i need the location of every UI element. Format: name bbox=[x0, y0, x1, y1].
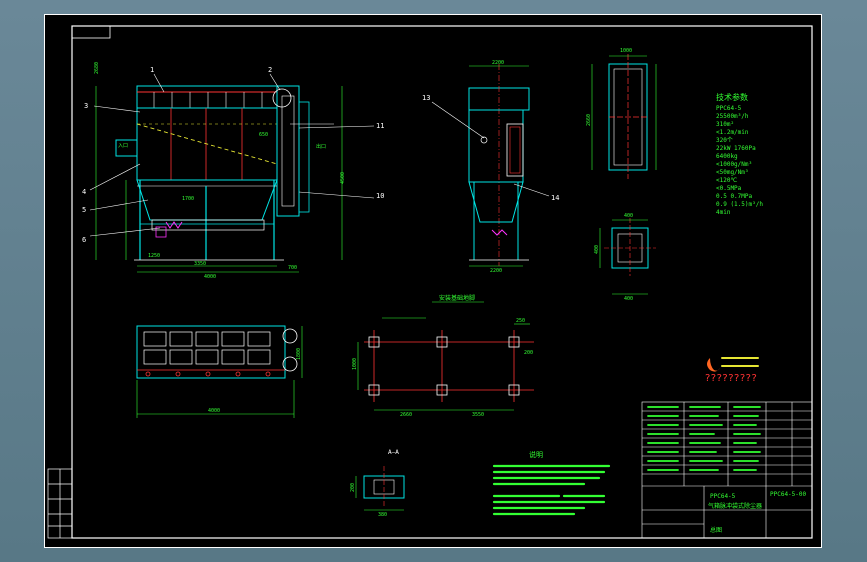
dim-section-height: 200 bbox=[350, 483, 356, 492]
callout-14: 14 bbox=[551, 194, 559, 202]
callout-10: 10 bbox=[376, 192, 384, 200]
dim-flange-side: 400 bbox=[594, 245, 600, 254]
callout-6: 6 bbox=[82, 236, 86, 244]
plan-view[interactable]: 4000 1800 bbox=[136, 325, 303, 418]
foundation-title: 安装基础地脚 bbox=[439, 294, 475, 302]
title-name: 气箱脉冲袋式除尘器 bbox=[708, 502, 762, 510]
callout-5: 5 bbox=[82, 206, 86, 214]
title-drawing-no: PPC64-5-00 bbox=[770, 491, 807, 498]
spec-row-5: 320个 bbox=[716, 137, 733, 144]
front-legs bbox=[139, 180, 275, 260]
section-mark: A—A bbox=[388, 449, 399, 456]
spec-row-12: 0.5 0.7MPa bbox=[716, 193, 753, 200]
dim-flange-top: 400 bbox=[624, 213, 633, 219]
callout-4: 4 bbox=[82, 188, 86, 196]
section-detail[interactable]: A—A 380 200 bbox=[350, 449, 405, 518]
top-view-right[interactable]: 1000 2660 bbox=[586, 48, 657, 179]
frame-tag-box bbox=[71, 25, 111, 39]
dim-front-700: 700 bbox=[288, 265, 297, 271]
front-view[interactable]: 3350 4000 1250 700 650 1700 4500 2680 入口… bbox=[82, 62, 384, 280]
flange-view[interactable]: 400 400 400 bbox=[594, 213, 656, 302]
spec-table: 技术参数 PPC64-5 25500m³/h 310m² <1.2m/min 3… bbox=[716, 92, 763, 216]
dim-top-height: 2660 bbox=[586, 114, 592, 126]
callout-3: 3 bbox=[84, 102, 88, 110]
spec-row-2: 25500m³/h bbox=[716, 113, 749, 120]
spec-row-10: <120℃ bbox=[716, 177, 737, 184]
label-inlet: 入口 bbox=[118, 143, 128, 149]
spec-row-9: <50mg/Nm³ bbox=[716, 169, 749, 176]
dim-front-width: 3350 bbox=[194, 261, 206, 267]
callout-2: 2 bbox=[268, 66, 272, 74]
dim-front-1250: 1250 bbox=[148, 253, 160, 259]
dim-found-3550: 3550 bbox=[472, 412, 484, 418]
side-view[interactable]: 2200 2200 13 14 bbox=[422, 60, 559, 274]
dim-front-1700: 1700 bbox=[182, 196, 194, 202]
sheet-background bbox=[44, 14, 822, 548]
callout-11: 11 bbox=[376, 122, 384, 130]
dim-front-height: 4500 bbox=[340, 172, 346, 184]
notes-block: 说明 bbox=[492, 450, 611, 516]
cad-drawing-sheet[interactable]: 3350 4000 1250 700 650 1700 4500 2680 入口… bbox=[44, 14, 822, 548]
title-block bbox=[641, 401, 813, 539]
label-outlet: 出口 bbox=[316, 143, 326, 150]
spec-row-6: 22kW 1760Pa bbox=[716, 145, 756, 152]
dim-top-width: 1000 bbox=[620, 48, 632, 54]
sheet-outer-border bbox=[44, 14, 822, 548]
left-margin-strip bbox=[47, 468, 73, 539]
notes-title: 说明 bbox=[529, 450, 543, 459]
callout-1: 1 bbox=[150, 66, 154, 74]
valve-circle bbox=[272, 88, 292, 108]
spec-row-4: <1.2m/min bbox=[716, 129, 749, 136]
dim-front-650: 650 bbox=[259, 132, 268, 138]
spec-row-3: 310m² bbox=[716, 121, 734, 128]
inlet-duct bbox=[115, 139, 138, 157]
spec-row-13: 0.9 (1.5)m³/h bbox=[716, 201, 763, 208]
magenta-motor bbox=[165, 221, 183, 229]
dim-plan-height: 1800 bbox=[296, 348, 302, 360]
dim-found-250: 250 bbox=[516, 318, 525, 324]
spec-row-1: PPC64-5 bbox=[716, 105, 742, 112]
dim-front-left: 2680 bbox=[94, 62, 100, 74]
spec-title: 技术参数 bbox=[716, 92, 748, 102]
front-dimensions bbox=[95, 86, 343, 273]
spec-row-14: 4min bbox=[716, 209, 731, 216]
dim-side-bottom: 2200 bbox=[490, 268, 502, 274]
dim-found-height: 1000 bbox=[352, 358, 358, 370]
front-leaders bbox=[89, 73, 375, 237]
spec-row-8: <1000g/Nm³ bbox=[716, 161, 752, 168]
dim-found-200: 200 bbox=[524, 350, 533, 356]
spec-row-7: 6400kg bbox=[716, 153, 738, 160]
dim-side-top: 2200 bbox=[492, 60, 504, 66]
callout-13: 13 bbox=[422, 94, 430, 102]
dim-found-2660: 2660 bbox=[400, 412, 412, 418]
dim-plan-width: 4000 bbox=[208, 408, 220, 414]
parts-list-text bbox=[647, 406, 761, 471]
inlet-baffle bbox=[136, 123, 278, 165]
drawing-frame bbox=[71, 25, 813, 539]
title-model: PPC64-5 bbox=[710, 493, 736, 500]
dim-flange-bottom: 400 bbox=[624, 296, 633, 302]
spec-row-11: <0.5MPa bbox=[716, 185, 742, 192]
company-logo bbox=[707, 357, 759, 372]
dim-section-width: 380 bbox=[378, 512, 387, 518]
title-sheet: 总图 bbox=[710, 526, 722, 534]
logo-caption: ????????? bbox=[705, 373, 758, 384]
dim-front-total: 4000 bbox=[204, 274, 216, 280]
foundation-plan[interactable]: 安装基础地脚 2660 3550 1000 250 200 bbox=[352, 294, 534, 418]
